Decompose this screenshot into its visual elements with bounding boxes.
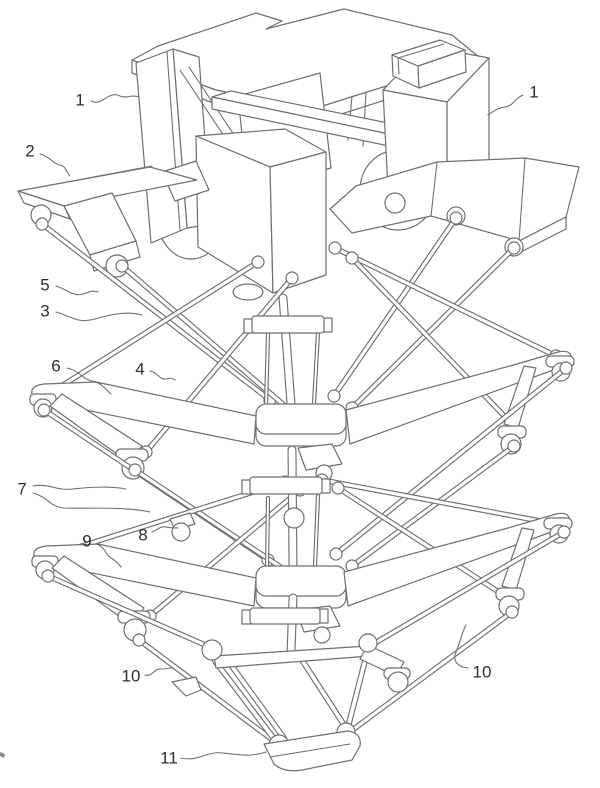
bottom-platform xyxy=(171,607,411,772)
leader-line-10-left xyxy=(144,667,174,676)
right-top-box-lip xyxy=(397,43,445,75)
mid2-actuator-block xyxy=(249,476,323,495)
leader-line-4 xyxy=(149,370,176,381)
part-label-4: 4 xyxy=(135,360,144,379)
upper-rod-1-core xyxy=(120,264,294,414)
middle-rod-6-core xyxy=(320,478,558,526)
upper-rod-5-core xyxy=(350,246,516,410)
part-label-6: 6 xyxy=(51,357,60,376)
leader-line-7 xyxy=(32,484,151,513)
middle-rod-1-core xyxy=(133,468,290,574)
truss-bar-0-core xyxy=(229,663,286,740)
lower-rod-0-core xyxy=(46,574,214,650)
upper-rod-2-core xyxy=(50,260,260,394)
upper-rod-6-ball-0 xyxy=(328,241,342,255)
upper-rod-0-ball-0 xyxy=(35,217,49,231)
lower-rod-2-ball-0 xyxy=(557,525,571,539)
part-label-5: 5 xyxy=(40,276,49,295)
right-crank-folds xyxy=(430,157,526,242)
upper-rod-0-core xyxy=(40,222,272,402)
part-label-8: 8 xyxy=(138,526,147,545)
leader-line-6 xyxy=(66,367,112,395)
middle-rod-3-ball-0 xyxy=(507,439,521,453)
truss-bar-1-core xyxy=(300,658,348,730)
upper-rod-3-ball-0 xyxy=(285,271,299,285)
lower-rod-3-core xyxy=(345,610,514,736)
upper-rod-7-core xyxy=(350,256,514,426)
truss-bar-3-core xyxy=(345,647,370,733)
leader-line-8 xyxy=(151,526,179,533)
right-crank-arm xyxy=(329,157,580,242)
upper-rod-2-ball-0 xyxy=(251,255,265,269)
lower-rod-0-ball-0 xyxy=(41,569,55,583)
upper-strut-b-core xyxy=(313,331,319,405)
upper-rod-1-ball-0 xyxy=(115,259,129,273)
part-label-11: 11 xyxy=(160,749,178,768)
part-label-9: 9 xyxy=(82,532,91,551)
end-effector-pad-line xyxy=(269,743,351,758)
lower-rod-1-core xyxy=(137,638,280,746)
scan-artifact xyxy=(0,752,5,758)
bottom-right-elbow-ball xyxy=(387,671,409,693)
mid-actuator-block xyxy=(251,315,325,334)
part-label-1-right: 1 xyxy=(529,83,538,102)
right-crank-hole xyxy=(384,192,406,214)
middle-rod-0-ball-0 xyxy=(37,403,51,417)
lower-hub-plate xyxy=(255,565,347,597)
middle-strut-b-core xyxy=(314,495,319,567)
middle-rod-2-ball-0 xyxy=(559,361,573,375)
end-effector-pad xyxy=(263,730,361,772)
bottom-ball-top-left xyxy=(201,639,223,661)
upper-rod-4-core xyxy=(332,216,458,398)
leader-line-3 xyxy=(55,311,143,322)
leader-line-9 xyxy=(95,543,122,568)
leader-line-10-right xyxy=(454,624,469,669)
leader-line-2 xyxy=(39,153,71,177)
part-label-2: 2 xyxy=(25,142,34,161)
part-label-1-left: 1 xyxy=(75,91,84,110)
spindle-disc xyxy=(232,283,264,301)
lower-center-tube-core xyxy=(287,594,297,656)
lower-rod-1-ball-0 xyxy=(132,633,146,647)
upper-rod-4-ball-0 xyxy=(449,211,463,225)
middle-rod-3-core xyxy=(350,444,516,568)
center-ball-joint xyxy=(283,507,305,529)
lower-rod-2-core xyxy=(368,530,566,648)
upper-rod-5-ball-0 xyxy=(507,241,521,255)
top-base-assembly xyxy=(17,8,580,301)
lower-rod-3-ball-0 xyxy=(505,605,519,619)
leader-line-11 xyxy=(180,751,267,760)
middle-rod-2-core xyxy=(334,366,568,556)
upper-rod-6-core xyxy=(333,246,558,358)
lower-front-ball xyxy=(313,626,331,644)
part-label-3: 3 xyxy=(40,302,49,321)
truss-bar-2-core xyxy=(213,659,280,746)
leader-line-1-left xyxy=(90,94,140,103)
middle-rod-7-ball-0 xyxy=(331,481,345,495)
mid-arm-front xyxy=(297,443,343,471)
mid-hub-plate xyxy=(255,403,347,435)
leader-line-5 xyxy=(55,285,99,296)
upper-center-tube-core xyxy=(279,294,295,408)
part-label-10-right: 10 xyxy=(473,663,492,682)
middle-rod-5-core xyxy=(148,488,302,618)
upper-rod-4-ball-1 xyxy=(327,389,341,403)
foot-bracket xyxy=(171,676,202,697)
bottom-ball-top-right xyxy=(358,633,378,653)
upper-rod-7-ball-0 xyxy=(345,251,359,265)
leader-line-1-right xyxy=(487,94,524,116)
motor-box-side xyxy=(269,151,327,294)
part-label-10-left: 10 xyxy=(122,667,141,686)
spherical-joint-ball xyxy=(171,522,191,542)
right-top-box-side xyxy=(417,49,467,89)
part-label-7: 7 xyxy=(17,480,26,499)
middle-linkage-rods xyxy=(37,361,573,623)
upper-strut-a-core xyxy=(265,333,269,407)
middle-strut-a-core xyxy=(266,497,269,569)
middle-rod-1-ball-0 xyxy=(128,463,142,477)
middle-rod-2-ball-1 xyxy=(329,547,343,561)
bottom-actuator-block xyxy=(249,607,321,625)
